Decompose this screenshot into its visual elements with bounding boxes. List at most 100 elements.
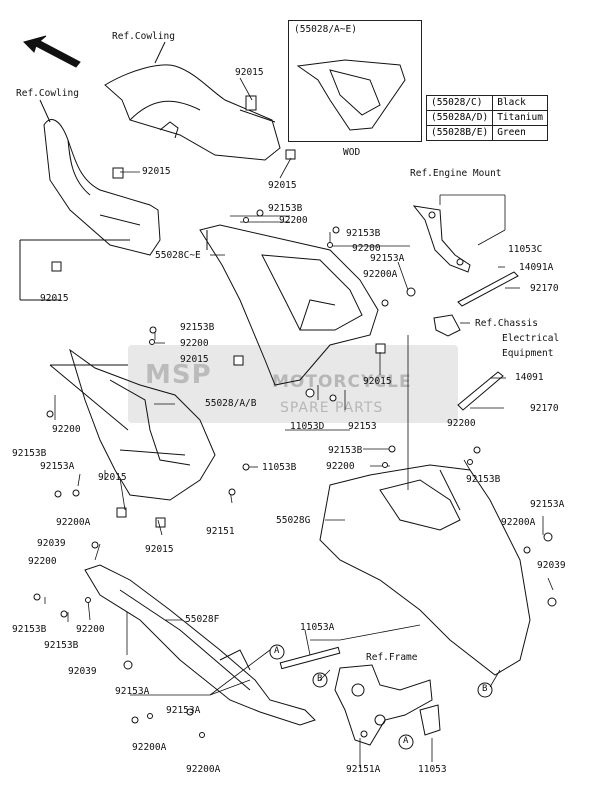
watermark-band <box>128 345 458 423</box>
legend-code: (55028A/D) <box>425 110 494 126</box>
part-label: 92153A <box>40 461 75 472</box>
rubber-strip <box>279 646 341 670</box>
left-bracket-lines <box>19 239 130 301</box>
part-label: 92200A <box>186 764 221 775</box>
ref-chassis-label-2: Electrical <box>502 333 560 344</box>
part-label: 92153A <box>370 253 405 264</box>
legend-color: Titanium <box>492 110 548 126</box>
part-label: 92200 <box>279 215 308 226</box>
left-panel-bracket-lines <box>49 364 129 431</box>
ref-engine-mount-label: Ref.Engine Mount <box>410 168 502 179</box>
left-cowling-ref <box>39 99 161 256</box>
part-label: 55028F <box>185 614 220 625</box>
part-label: 92153B <box>12 448 47 459</box>
part-label: 92200 <box>76 624 105 635</box>
part-label: 92015 <box>235 67 264 78</box>
engine-mount-bracket <box>412 205 519 307</box>
part-label: 92153B <box>346 228 381 239</box>
ref-frame-label: Ref.Frame <box>366 652 418 663</box>
part-label: 92153B <box>180 322 215 333</box>
part-label: 92015 <box>142 166 171 177</box>
lower-under-cowling <box>84 564 316 726</box>
part-label: 14091 <box>515 372 544 383</box>
part-label: 92200A <box>501 517 536 528</box>
ref-cowling-left-label: Ref.Cowling <box>16 88 79 99</box>
part-label: 92015 <box>268 180 297 191</box>
part-label: 11053C <box>508 244 543 255</box>
screw-icons <box>33 209 557 738</box>
part-label: 92170 <box>530 283 559 294</box>
part-label: 92153A <box>530 499 565 510</box>
right-lower-cowling-panel <box>319 464 531 676</box>
wod-inset-box <box>288 20 422 142</box>
part-label: 92153B <box>466 474 501 485</box>
front-direction-arrow-icon <box>23 35 81 68</box>
part-label: 92200 <box>180 338 209 349</box>
callout-letter: A <box>403 736 409 746</box>
legend-color: Black <box>492 95 548 111</box>
watermark-logo: MSP <box>145 360 212 390</box>
part-label: 55028/A/B <box>205 398 257 409</box>
callout-letter: B <box>482 684 488 694</box>
part-label: 92039 <box>68 666 97 677</box>
part-label: 55028C~E <box>155 250 201 261</box>
inset-title: (55028/A~E) <box>294 24 357 35</box>
leader-lines <box>44 77 554 768</box>
ref-chassis-label-3: Equipment <box>502 348 554 359</box>
upper-cowling-ref <box>104 41 281 161</box>
part-label: 92153A <box>115 686 150 697</box>
frame-bracket <box>334 664 433 746</box>
grommet-icons <box>51 95 386 528</box>
watermark-subtitle: SPARE PARTS <box>280 400 384 416</box>
legend-code: (55028/C) <box>425 95 494 111</box>
part-label: 92153 <box>348 421 377 432</box>
part-label: 11053A <box>300 622 335 633</box>
part-label: 14091A <box>519 262 554 273</box>
watermark-brand: MOTORCYCLE <box>272 372 412 392</box>
chassis-bracket <box>433 314 504 411</box>
left-inner-panel <box>69 348 216 501</box>
part-label: 92153B <box>328 445 363 456</box>
part-label: 92015 <box>180 354 209 365</box>
callout-circles <box>269 644 493 750</box>
part-label: 92200 <box>52 424 81 435</box>
part-label: 11053B <box>262 462 297 473</box>
wod-inset-part <box>296 59 406 131</box>
part-label: 92170 <box>530 403 559 414</box>
part-label: 92200A <box>132 742 167 753</box>
part-label: 92200 <box>352 243 381 254</box>
part-label: 92153B <box>12 624 47 635</box>
ref-cowling-top-label: Ref.Cowling <box>112 31 175 42</box>
part-label: 92151A <box>346 764 381 775</box>
part-label: 92015 <box>363 376 392 387</box>
small-bracket-11053 <box>419 704 441 736</box>
legend-row: (55028A/D)Titanium <box>425 110 548 126</box>
part-label: 92153B <box>268 203 303 214</box>
part-label: 92039 <box>37 538 66 549</box>
inset-caption: WOD <box>343 147 361 158</box>
callout-letter: A <box>274 646 280 656</box>
color-legend-table: (55028/C)Black (55028A/D)Titanium (55028… <box>425 95 548 141</box>
part-label: 92200 <box>447 418 476 429</box>
part-label: 92200 <box>28 556 57 567</box>
part-label: 55028G <box>276 515 311 526</box>
part-label: 92151 <box>206 526 235 537</box>
legend-color: Green <box>492 125 548 141</box>
part-label: 11053 <box>418 764 447 775</box>
part-label: 92015 <box>98 472 127 483</box>
part-label: 92015 <box>40 293 69 304</box>
part-label: 92200 <box>326 461 355 472</box>
part-label: 92153A <box>166 705 201 716</box>
part-label: 92039 <box>537 560 566 571</box>
legend-row: (55028B/E)Green <box>425 125 548 141</box>
part-label: 11053D <box>290 421 325 432</box>
callout-letter: B <box>317 674 323 684</box>
legend-code: (55028B/E) <box>425 125 494 141</box>
part-label: 92015 <box>145 544 174 555</box>
part-label: 92153B <box>44 640 79 651</box>
part-label: 92200A <box>56 517 91 528</box>
center-cowling-panel <box>199 224 379 386</box>
ref-chassis-label: Ref.Chassis <box>475 318 538 329</box>
legend-row: (55028/C)Black <box>425 95 548 111</box>
